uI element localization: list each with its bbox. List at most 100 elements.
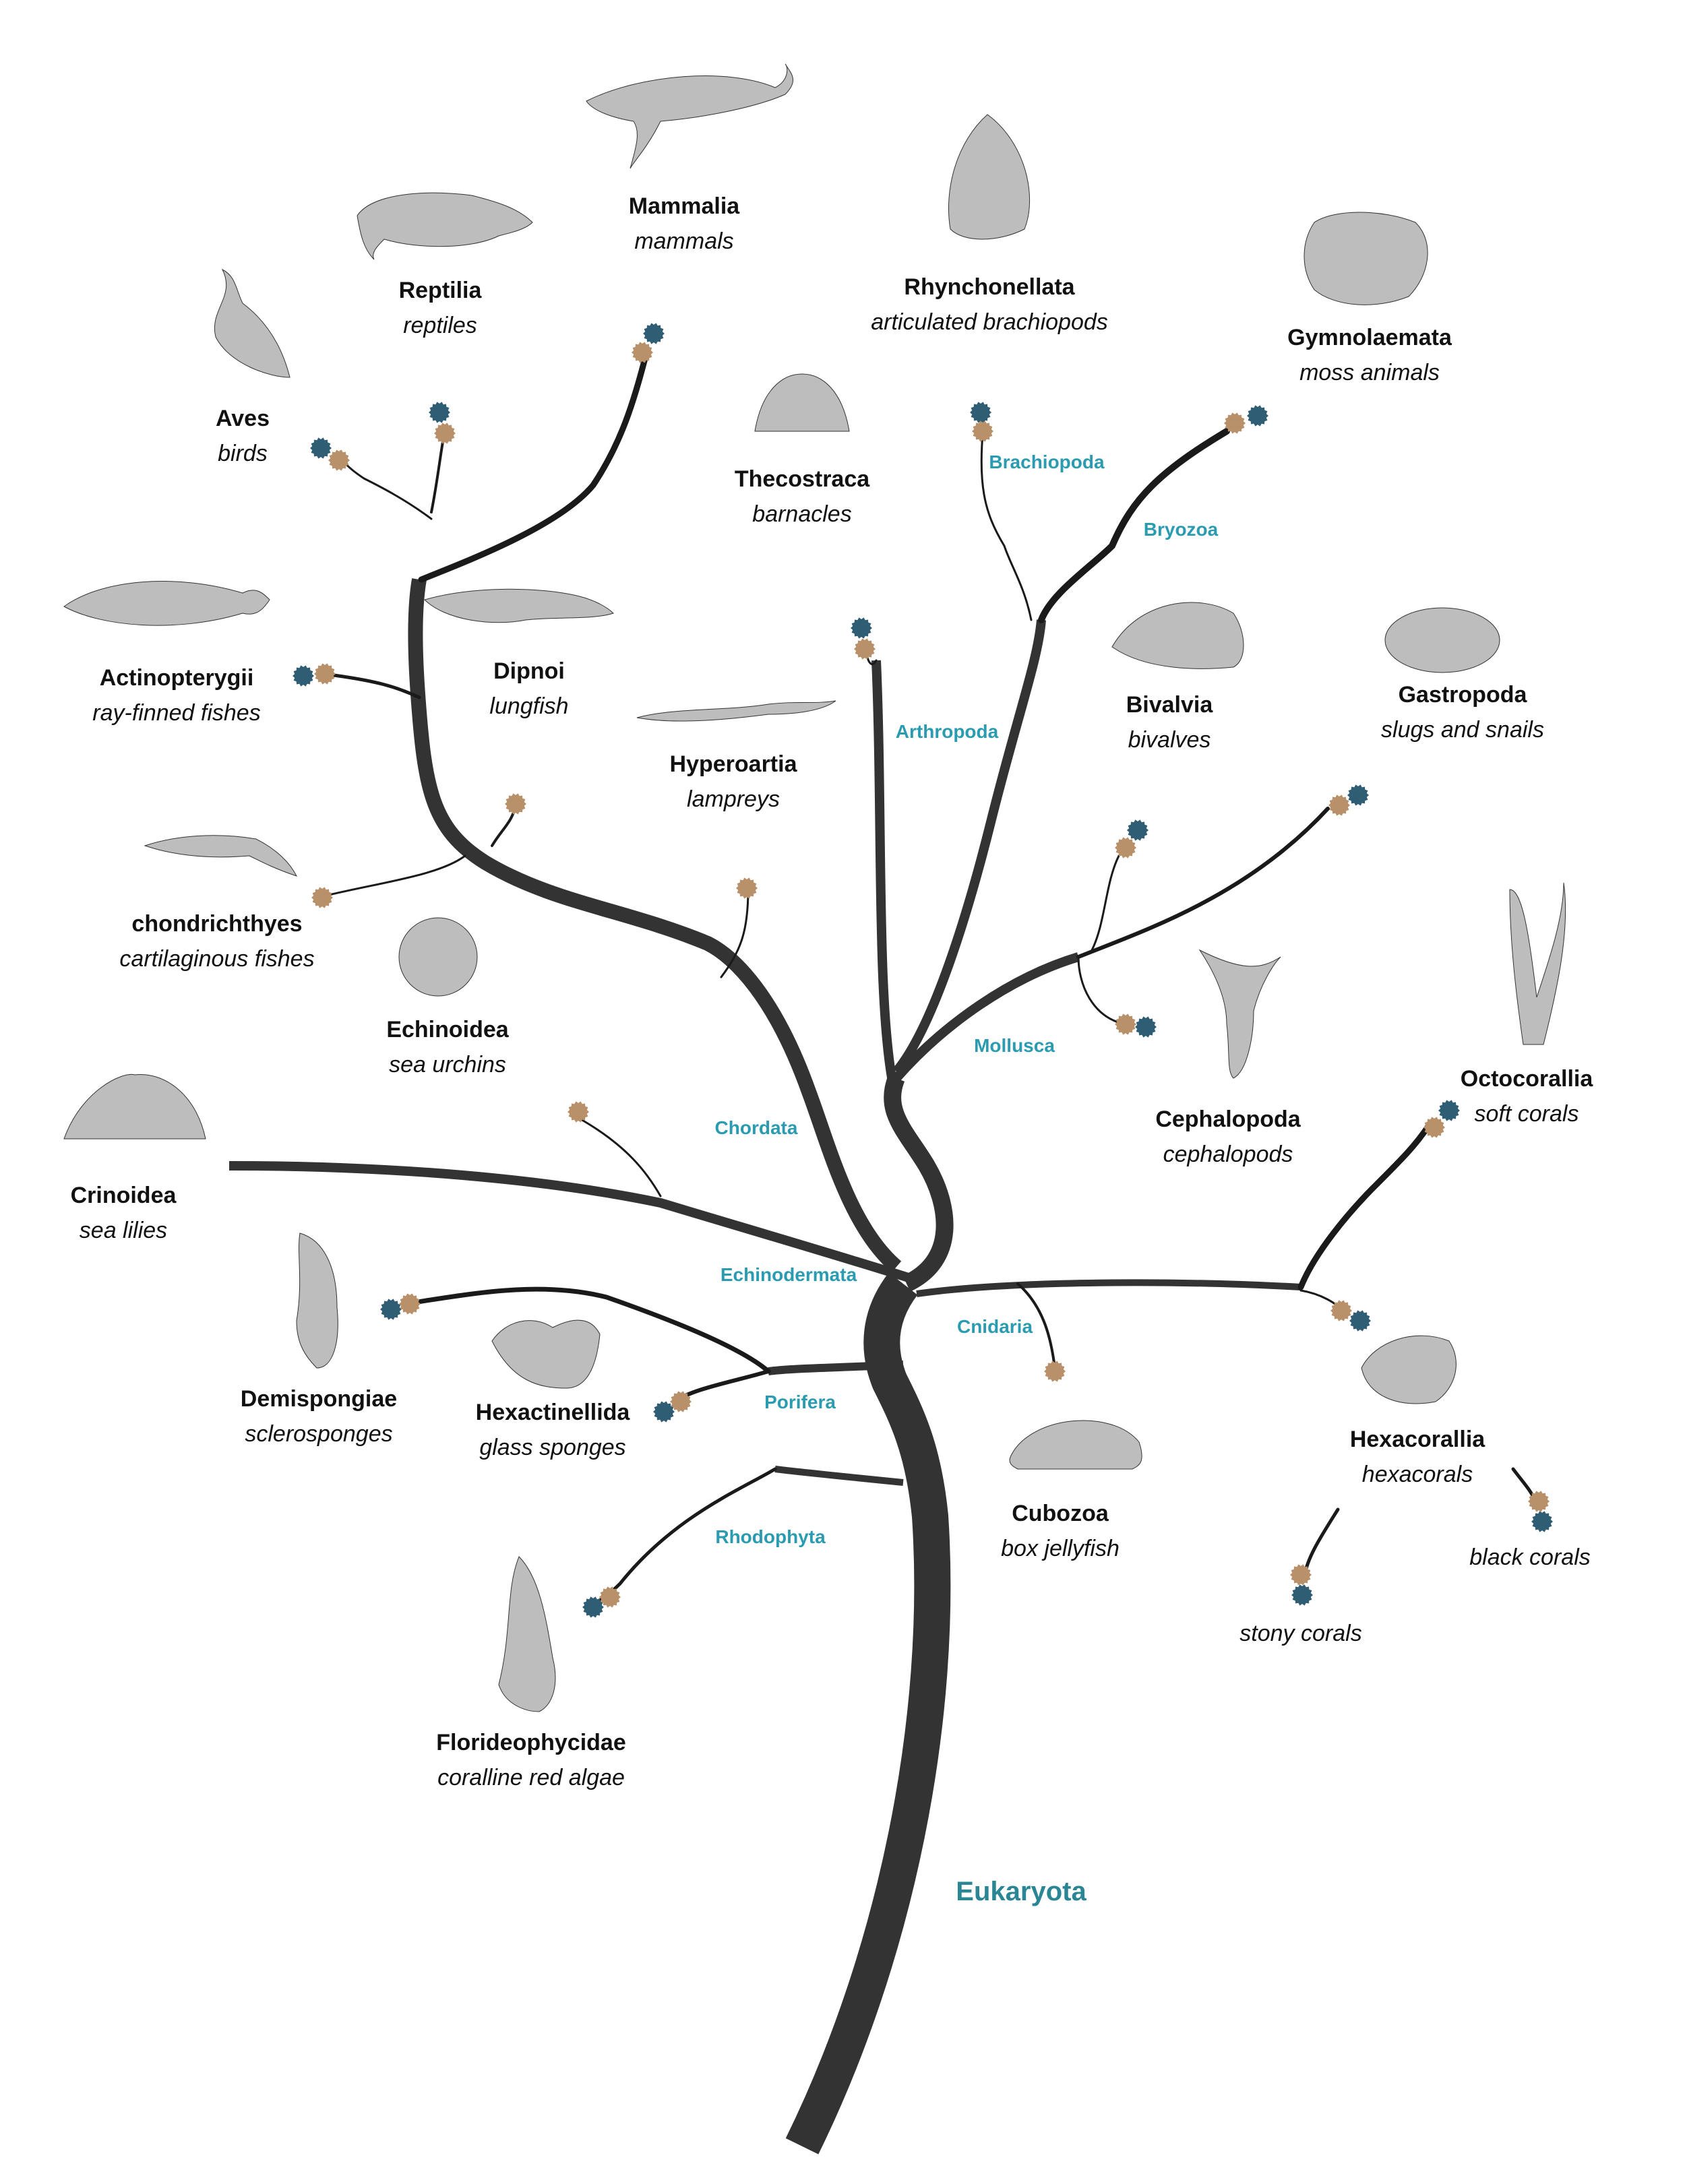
taxon-scientific-name: Actinopterygii: [99, 665, 254, 691]
urchin-illustration: [398, 917, 478, 997]
hexacoral-illustration: [1361, 1335, 1457, 1404]
taxon-scientific-name: Dipnoi: [493, 658, 565, 684]
taxon-common-name: box jellyfish: [1001, 1536, 1120, 1561]
sample-dot-blue: [1349, 1310, 1371, 1332]
octopus-illustration: [1198, 949, 1281, 1079]
sample-dots: [293, 323, 1553, 1618]
lungfish-illustration: [424, 588, 614, 623]
sample-dot-blue: [1531, 1511, 1553, 1532]
sample-dot-tan: [854, 638, 876, 660]
taxon-scientific-name: Demispongiae: [240, 1386, 398, 1412]
taxon-gymnolaemata: Gymnolaemata moss animals: [1287, 320, 1452, 390]
glass-sponge-illustration: [491, 1319, 601, 1389]
sample-dot-tan: [599, 1586, 621, 1608]
sample-dot-tan: [1115, 1013, 1136, 1035]
taxon-scientific-name: chondrichthyes: [131, 911, 303, 937]
sample-dot-blue: [1291, 1584, 1313, 1606]
turtle-illustration: [357, 192, 533, 260]
taxon-reptilia: Reptilia reptiles: [399, 273, 482, 343]
taxon-scientific-name: Rhynchonellata: [904, 274, 1075, 300]
sample-dot-tan: [1044, 1361, 1066, 1382]
taxon-hexactinellida: Hexactinellida glass sponges: [476, 1395, 630, 1465]
lamprey-illustration: [636, 700, 836, 722]
sample-dot-blue: [1135, 1016, 1157, 1038]
taxon-common-name: lungfish: [489, 693, 569, 719]
taxon-common-name: mammals: [634, 228, 734, 254]
taxon-scientific-name: Hexacorallia: [1349, 1427, 1485, 1452]
sample-dot-blue: [380, 1299, 402, 1320]
taxon-scientific-name: Aves: [215, 406, 270, 431]
sample-dot-tan: [1528, 1491, 1550, 1512]
clade-label-bryozoa: Bryozoa: [1143, 519, 1219, 540]
tree-branches: [321, 347, 1539, 1606]
clade-label-mollusca: Mollusca: [974, 1035, 1055, 1056]
taxon-scientific-name: Gastropoda: [1398, 682, 1527, 708]
taxon-scientific-name: Mammalia: [628, 193, 740, 219]
taxon-common-name: barnacles: [752, 501, 852, 527]
taxon-dipnoi: Dipnoi lungfish: [489, 654, 568, 724]
taxon-common-name: cartilaginous fishes: [119, 946, 315, 972]
taxon-common-name: birds: [218, 441, 268, 466]
taxon-hexacorallia: Hexacorallia hexacorals: [1350, 1422, 1485, 1492]
fish-illustration: [63, 581, 270, 626]
taxon-rhynchonellata: Rhynchonellata articulated brachiopods: [871, 270, 1108, 340]
tree-trunk: [228, 578, 1301, 2154]
sample-dot-tan: [1290, 1564, 1312, 1586]
whale-illustration: [586, 63, 793, 169]
taxon-common-name: bivalves: [1128, 727, 1211, 753]
bryozoan-illustration: [1304, 212, 1428, 305]
taxon-crinoidea: Crinoidea sea lilies: [71, 1178, 177, 1248]
soft-coral-illustration: [1509, 882, 1566, 1045]
taxon-octocorallia: Octocorallia soft corals: [1461, 1061, 1593, 1131]
taxon-demospongiae: Demispongiae sclerosponges: [241, 1381, 397, 1452]
sample-dot-blue: [643, 323, 665, 344]
taxon-common-name: reptiles: [403, 313, 477, 338]
sample-dot-tan: [670, 1391, 692, 1412]
sample-dot-tan: [328, 449, 350, 471]
sample-dot-blue: [1347, 784, 1369, 806]
taxon-florideophycidae: Florideophycidae coralline red algae: [436, 1725, 626, 1795]
taxon-common-name: glass sponges: [479, 1435, 626, 1460]
sample-dot-blue: [429, 402, 450, 423]
sample-dot-tan: [399, 1293, 421, 1315]
taxon-mammalia: Mammalia mammals: [629, 189, 739, 259]
sample-dot-tan: [736, 877, 758, 899]
taxon-scientific-name: Reptilia: [398, 278, 482, 303]
sample-dot-tan: [568, 1101, 589, 1123]
taxon-hyperoartia: Hyperoartia lampreys: [670, 747, 797, 817]
sample-dot-tan: [1330, 1300, 1352, 1321]
taxon-common-name: sclerosponges: [245, 1421, 393, 1447]
taxon-actinopterygii: Actinopterygii ray-finned fishes: [92, 660, 260, 730]
clade-label-porifera: Porifera: [764, 1392, 836, 1412]
taxon-common-name: soft corals: [1474, 1101, 1579, 1127]
barnacle-illustration: [754, 373, 850, 432]
root-label-eukaryota: Eukaryota: [956, 1877, 1086, 1906]
sample-dot-tan: [1423, 1117, 1445, 1138]
taxon-echinoidea: Echinoidea sea urchins: [386, 1012, 508, 1082]
taxon-common-name: sea lilies: [79, 1218, 168, 1243]
clade-label-echinodermata: Echinodermata: [720, 1264, 857, 1285]
clade-label-rhodophyta: Rhodophyta: [715, 1526, 826, 1547]
brachiopod-illustration: [948, 114, 1031, 240]
taxon-scientific-name: Cubozoa: [1012, 1501, 1109, 1526]
red-algae-illustration: [498, 1556, 556, 1712]
demosponge-illustration: [296, 1233, 338, 1369]
taxon-aves: Aves birds: [216, 401, 270, 471]
taxon-scientific-name: Echinoidea: [386, 1017, 509, 1042]
sample-dot-blue: [1438, 1100, 1460, 1121]
taxon-common-name: hexacorals: [1361, 1462, 1473, 1487]
sample-dot-tan: [972, 420, 993, 442]
taxon-common-name: moss animals: [1299, 360, 1440, 385]
taxon-common-name: articulated brachiopods: [871, 309, 1108, 335]
sample-dot-blue: [582, 1596, 604, 1618]
taxon-common-name: lampreys: [687, 786, 780, 812]
sample-dot-blue: [293, 665, 314, 687]
sample-dot-tan: [314, 663, 336, 685]
cowrie-illustration: [1384, 607, 1500, 673]
taxon-scientific-name: Cephalopoda: [1155, 1106, 1301, 1132]
taxon-common-name: sea urchins: [389, 1052, 506, 1078]
taxon-scientific-name: Hyperoartia: [669, 751, 797, 777]
sample-dot-blue: [851, 617, 872, 639]
taxon-common-name: coralline red algae: [437, 1765, 625, 1790]
